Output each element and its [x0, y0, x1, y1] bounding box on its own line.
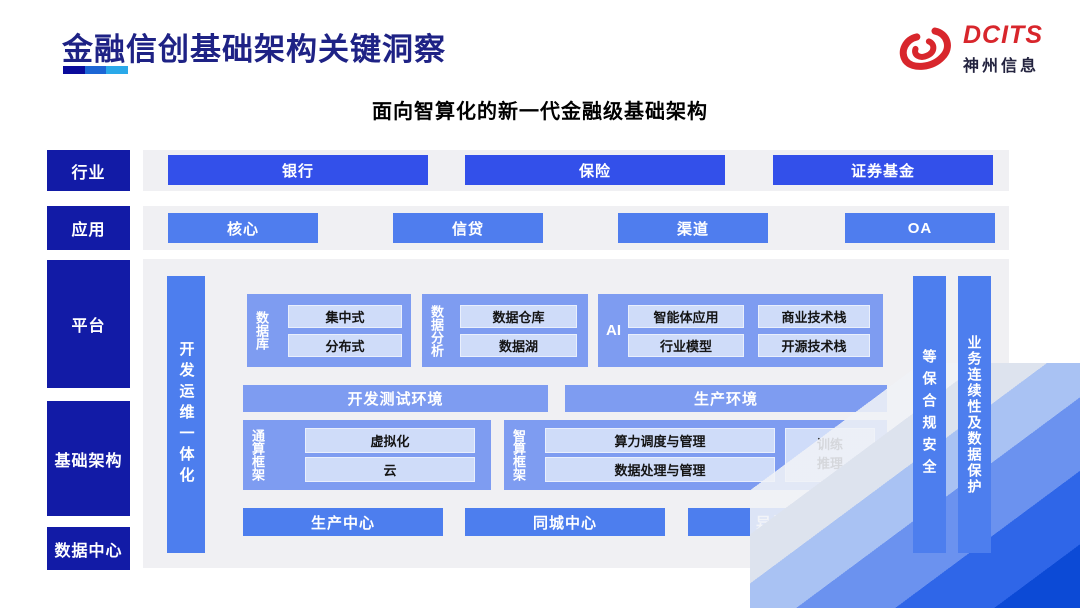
center-remote: 异地中心 [688, 508, 888, 536]
underline-segment [106, 66, 128, 74]
security-vertical-bar: 等保合规安全 [913, 276, 946, 553]
ai-item-commercial-stack: 商业技术栈 [758, 305, 870, 328]
application-item-core: 核心 [168, 213, 318, 243]
intelligent-compute-group: 智算框架 算力调度与管理 数据处理与管理 训练推理 [504, 420, 887, 490]
application-item-channel: 渠道 [618, 213, 768, 243]
ai-item-agent-app: 智能体应用 [628, 305, 744, 328]
analytics-group-label: 数据分析 [429, 304, 444, 357]
general-compute-label: 通算框架 [250, 429, 265, 481]
application-row: 核心 信贷 渠道 OA [143, 206, 1009, 250]
diagram-title: 面向智算化的新一代金融级基础架构 [372, 101, 708, 123]
ai-group: AI 智能体应用 商业技术栈 行业模型 开源技术栈 [598, 294, 883, 367]
center-samecity: 同城中心 [465, 508, 665, 536]
industry-item-securities: 证券基金 [773, 155, 993, 185]
intelligent-compute-item-training-inference: 训练推理 [785, 428, 875, 482]
application-item-credit: 信贷 [393, 213, 543, 243]
dcits-swirl-icon [899, 27, 951, 70]
underline-segment [85, 66, 106, 74]
continuity-vertical-bar: 业务连续性及数据保护 [958, 276, 991, 553]
ai-item-opensource-stack: 开源技术栈 [758, 334, 870, 357]
ai-item-industry-model: 行业模型 [628, 334, 744, 357]
intelligent-compute-label: 智算框架 [511, 429, 526, 481]
industry-row: 银行 保险 证券基金 [143, 150, 1009, 191]
row-label-industry: 行业 [47, 150, 130, 191]
industry-item-bank: 银行 [168, 155, 428, 185]
architecture-panel: 开发运维一体化 等保合规安全 业务连续性及数据保护 数据库 集中式 分布式 数据… [143, 259, 1009, 568]
page-title: 金融信创基础架构关键洞察 [62, 32, 446, 67]
center-production: 生产中心 [243, 508, 443, 536]
logo-company: 神州信息 [963, 57, 1040, 75]
analytics-item-warehouse: 数据仓库 [460, 305, 577, 328]
database-group-label: 数据库 [254, 311, 269, 350]
database-item-centralized: 集中式 [288, 305, 402, 328]
training-inference-label: 训练推理 [816, 437, 843, 471]
analytics-item-lake: 数据湖 [460, 334, 577, 357]
database-item-distributed: 分布式 [288, 334, 402, 357]
row-label-platform: 平台 [47, 260, 130, 388]
database-group: 数据库 集中式 分布式 [247, 294, 411, 367]
industry-item-insurance: 保险 [465, 155, 725, 185]
dev-test-env-bar: 开发测试环境 [243, 385, 548, 412]
ai-group-label: AI [606, 322, 621, 339]
dcits-logo: DCITS 神州信息 [893, 20, 1043, 78]
row-label-application: 应用 [47, 206, 130, 250]
production-env-bar: 生产环境 [565, 385, 887, 412]
underline-segment [63, 66, 85, 74]
devops-vertical-bar: 开发运维一体化 [167, 276, 205, 553]
general-compute-item-cloud: 云 [305, 457, 475, 482]
intelligent-compute-item-dataproc: 数据处理与管理 [545, 457, 775, 482]
intelligent-compute-item-scheduling: 算力调度与管理 [545, 428, 775, 453]
row-label-infrastructure: 基础架构 [47, 401, 130, 516]
analytics-group: 数据分析 数据仓库 数据湖 [422, 294, 588, 367]
logo-text: DCITS 神州信息 [963, 20, 1043, 76]
logo-brand: DCITS [963, 20, 1043, 49]
general-compute-item-virtualization: 虚拟化 [305, 428, 475, 453]
title-underline [63, 66, 128, 74]
row-label-datacenter: 数据中心 [47, 527, 130, 570]
application-item-oa: OA [845, 213, 995, 243]
general-compute-group: 通算框架 虚拟化 云 [243, 420, 491, 490]
